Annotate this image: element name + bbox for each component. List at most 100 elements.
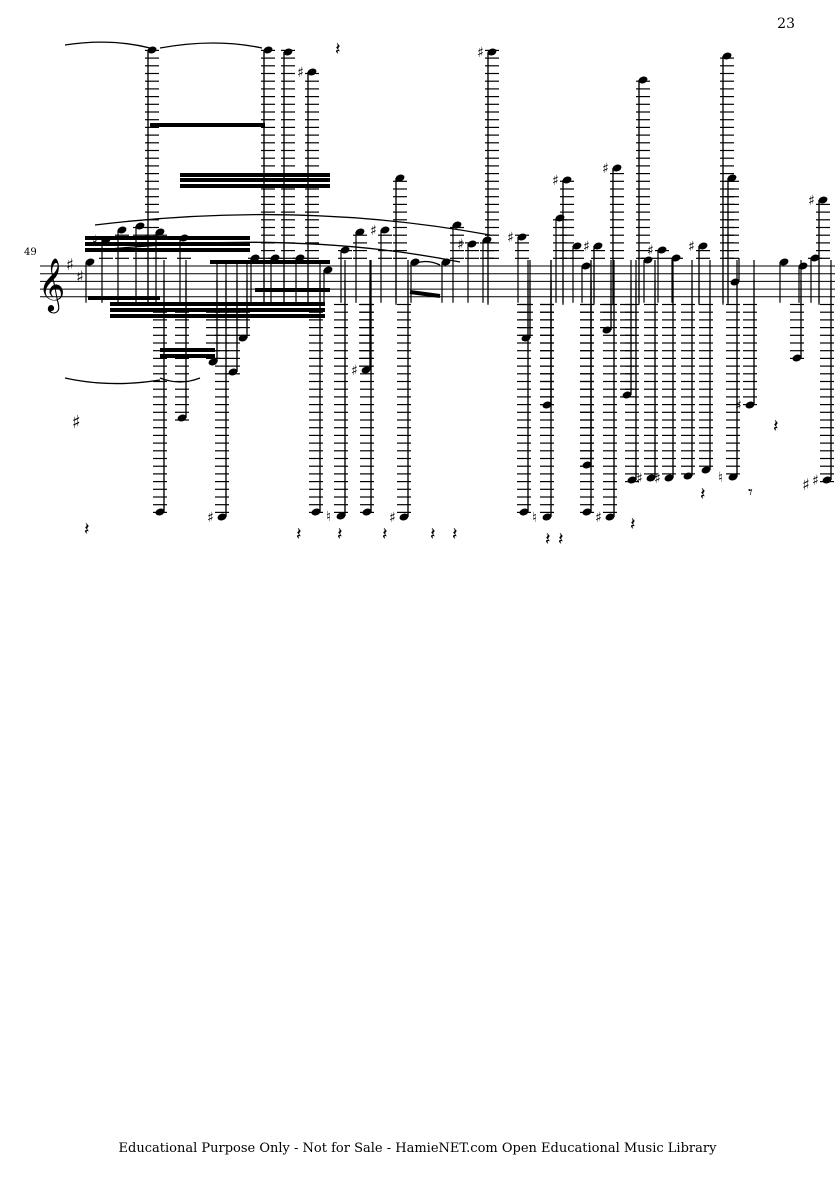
footer-text: Educational Purpose Only - Not for Sale … [118, 1141, 717, 1156]
sharp-icon: ♯ [370, 223, 377, 239]
notehead [155, 508, 165, 516]
rest-icon: 𝄽 [430, 524, 436, 545]
notehead [810, 254, 820, 262]
notehead [582, 508, 592, 516]
rest-icon: 𝄽 [700, 484, 706, 505]
tie [159, 42, 263, 49]
sharp-icon: ♯ [808, 193, 815, 209]
notehead [85, 258, 95, 266]
notehead [117, 226, 127, 234]
rest-icon: 𝄽 [296, 524, 302, 545]
sharp-icon: ♯ [207, 510, 214, 526]
notehead [482, 236, 492, 244]
treble-clef-icon: 𝄞 [38, 257, 65, 313]
sharp-icon: ♯ [802, 475, 810, 494]
rest-icon: 𝄽 [84, 519, 90, 540]
notehead [722, 52, 732, 60]
notehead [395, 174, 405, 182]
rests-layer: 𝄽 𝄽 𝄽 𝄽 𝄽 𝄽 𝄽 𝄽 𝄽 𝄽 𝄽 𝄽 𝄾 ♯ ♯ [72, 39, 810, 550]
notehead [217, 513, 227, 521]
notehead [562, 176, 572, 184]
rest-icon: 𝄾 [748, 482, 753, 503]
notehead [323, 266, 333, 274]
tie [159, 377, 201, 383]
notehead [822, 476, 832, 484]
notehead [728, 473, 738, 481]
notehead [336, 512, 346, 520]
notehead [399, 513, 409, 521]
notehead [355, 228, 365, 236]
notehead [380, 226, 390, 234]
rest-icon: 𝄽 [452, 524, 458, 545]
tie [64, 41, 151, 49]
sharp-icon: ♯ [735, 398, 742, 414]
notehead [646, 474, 656, 482]
notehead [228, 368, 238, 376]
natural-icon: ♮ [326, 509, 331, 525]
notehead [818, 196, 828, 204]
sharp-icon: ♯ [389, 510, 396, 526]
sharp-icon: ♯ [647, 243, 654, 259]
notehead [487, 48, 497, 56]
rest-icon: 𝄽 [337, 524, 343, 545]
sharp-icon: ♯ [297, 65, 304, 81]
notehead [283, 48, 293, 56]
notehead [555, 214, 565, 222]
notehead [627, 476, 637, 484]
notehead [581, 262, 591, 270]
rest-icon: 𝄽 [335, 39, 341, 60]
sharp-icon: ♯ [351, 363, 358, 379]
notehead [208, 358, 218, 366]
notehead [135, 222, 145, 230]
sharp-icon: ♯ [602, 161, 609, 177]
key-signature-sharp-icon: ♯ [66, 255, 74, 274]
sharp-icon: ♯ [552, 173, 559, 189]
rest-icon: 𝄽 [545, 529, 551, 550]
notehead [745, 401, 755, 409]
notehead [517, 233, 527, 241]
notehead [798, 262, 808, 270]
notehead [698, 242, 708, 250]
notehead [730, 278, 740, 286]
natural-icon: ♮ [532, 510, 537, 526]
notehead [582, 461, 592, 469]
tie [64, 377, 161, 385]
notehead [657, 246, 667, 254]
rest-icon: 𝄽 [630, 514, 636, 535]
measure-number: 49 [24, 247, 37, 258]
notehead [270, 254, 280, 262]
notehead [605, 513, 615, 521]
notehead [643, 256, 653, 264]
notehead [410, 258, 420, 266]
rest-icon: 𝄽 [558, 529, 564, 550]
notehead [361, 366, 371, 374]
notehead [155, 228, 165, 236]
notehead [177, 414, 187, 422]
notehead [340, 246, 350, 254]
natural-icon: ♮ [718, 470, 723, 486]
slur [94, 213, 491, 236]
sharp-icon: ♯ [636, 471, 643, 487]
sharp-icon: ♯ [72, 412, 81, 433]
sharp-icon: ♯ [654, 471, 661, 487]
tie [411, 260, 441, 266]
sharp-icon: ♯ [688, 239, 695, 255]
rest-icon: 𝄽 [773, 416, 779, 437]
sharp-icon: ♯ [583, 239, 590, 255]
notehead [683, 472, 693, 480]
notehead [263, 46, 273, 54]
notehead [622, 391, 632, 399]
notehead [542, 401, 552, 409]
notehead [307, 68, 317, 76]
notehead [542, 513, 552, 521]
slur [99, 241, 461, 263]
notehead [638, 76, 648, 84]
rest-icon: 𝄽 [382, 524, 388, 545]
notehead [311, 508, 321, 516]
page-number: 23 [777, 16, 795, 32]
notehead [727, 174, 737, 182]
sharp-icon: ♯ [457, 237, 464, 253]
beam [409, 290, 441, 298]
beams-layer [85, 123, 441, 358]
